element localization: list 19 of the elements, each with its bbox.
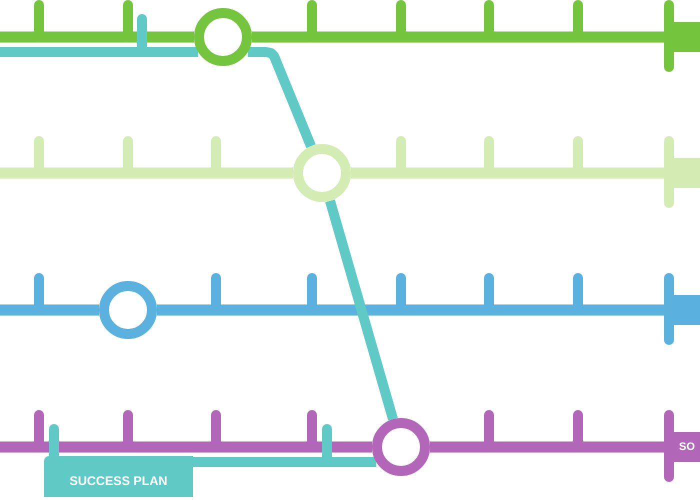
label-tab (44, 456, 193, 497)
route-line (0, 442, 372, 452)
station-circle (372, 418, 430, 476)
line-end-tab (674, 158, 700, 188)
route-line (325, 199, 398, 421)
route-line (0, 32, 194, 42)
station-circle (99, 281, 157, 339)
station-circle (293, 144, 351, 202)
station-circle (194, 8, 252, 66)
route-line (0, 304, 99, 316)
route-line (0, 168, 293, 178)
label-tab (674, 432, 700, 462)
line-end-tab (674, 22, 700, 52)
route-label: SUCCESS PLAN (70, 474, 168, 488)
route-line (193, 457, 376, 467)
route-line (0, 47, 198, 57)
line-end-tab (674, 295, 700, 325)
route-label: SO (679, 440, 695, 454)
route-line (248, 47, 316, 148)
